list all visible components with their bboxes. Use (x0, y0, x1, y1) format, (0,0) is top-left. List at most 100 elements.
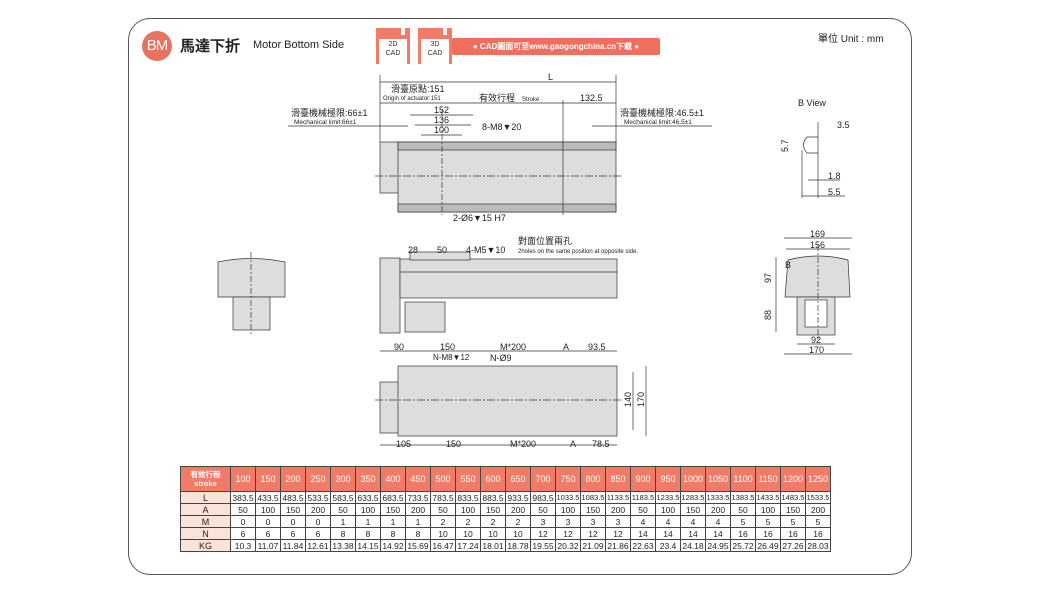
table-cell: 150 (280, 503, 306, 516)
table-cell: 23.4 (655, 539, 681, 552)
table-cell: 1333.5 (705, 491, 731, 504)
floppy-icon (443, 28, 447, 35)
stroke-column-header: 650 (505, 466, 531, 492)
stroke-column-header: 250 (305, 466, 331, 492)
stroke-column-header: 900 (630, 466, 656, 492)
cad-2d-label2: CAD (385, 49, 401, 57)
table-cell: 10 (430, 527, 456, 540)
dim-88: 88 (763, 310, 773, 320)
table-cell: 683.5 (380, 491, 406, 504)
stroke-en: Stroke (522, 97, 540, 103)
stroke-column-header: 1200 (780, 466, 806, 492)
table-cell: 1283.5 (680, 491, 706, 504)
dim-136: 136 (434, 115, 449, 125)
dim-150-top: 150 (440, 342, 455, 352)
side-view-drawing (379, 251, 618, 334)
dim-169: 169 (810, 229, 825, 239)
table-cell: 0 (255, 515, 281, 528)
row-label: KG (180, 539, 231, 552)
table-cell: 1033.5 (555, 491, 581, 504)
stroke-column-header: 600 (480, 466, 506, 492)
page-title-zh: 馬達下折 (180, 38, 241, 55)
table-cell: 2 (480, 515, 506, 528)
dim-28: 28 (408, 245, 418, 255)
dim-3-5: 3.5 (837, 120, 850, 130)
holes-top-label: 8-M8▼20 (482, 122, 521, 132)
b-view-drawing (801, 122, 845, 198)
table-cell: 18.78 (505, 539, 531, 552)
unit-label: 單位 Unit : mm (818, 34, 884, 45)
table-cell: 533.5 (305, 491, 331, 504)
row-label: M (180, 515, 231, 528)
table-cell: 200 (605, 503, 631, 516)
stroke-column-header: 400 (380, 466, 406, 492)
table-cell: 24.18 (680, 539, 706, 552)
table-cell: 933.5 (505, 491, 531, 504)
stroke-column-header: 800 (580, 466, 606, 492)
table-cell: 2 (430, 515, 456, 528)
row-label: L (180, 491, 231, 504)
table-cell: 24.95 (705, 539, 731, 552)
table-cell: 100 (455, 503, 481, 516)
table-cell: 1 (405, 515, 431, 528)
dim-92: 92 (811, 335, 821, 345)
opposite-note-en: 2holes on the same position at opposite … (518, 249, 638, 255)
stroke-column-header: 1050 (705, 466, 731, 492)
page-title-en: Motor Bottom Side (253, 39, 345, 51)
origin-en: Origin of actuator:151 (383, 96, 441, 102)
cad-2d-label: 2D (388, 41, 398, 48)
table-cell: 633.5 (355, 491, 381, 504)
table-cell: 583.5 (330, 491, 356, 504)
stroke-column-header: 350 (355, 466, 381, 492)
table-cell: 4 (705, 515, 731, 528)
table-cell: 1 (330, 515, 356, 528)
table-cell: 5 (755, 515, 781, 528)
table-cell: 200 (305, 503, 331, 516)
cad-download-link[interactable]: ● CAD圖面可至www.gaogongchina.cn下載 ● (452, 38, 660, 55)
stroke-column-header: 1000 (680, 466, 706, 492)
dim-97: 97 (763, 273, 773, 283)
table-cell: 983.5 (530, 491, 556, 504)
stroke-column-header: 700 (530, 466, 556, 492)
table-cell: 8 (330, 527, 356, 540)
row-label: N (180, 527, 231, 540)
table-cell: 8 (355, 527, 381, 540)
table-cell: 150 (580, 503, 606, 516)
table-cell: 100 (355, 503, 381, 516)
table-cell: 1183.5 (630, 491, 656, 504)
cad-3d-label: 3D (430, 41, 440, 48)
table-cell: 50 (730, 503, 756, 516)
table-cell: 1483.5 (780, 491, 806, 504)
b-view-title: B View (798, 98, 826, 108)
table-cell: 200 (505, 503, 531, 516)
dim-78-5: 78.5 (592, 439, 610, 449)
table-cell: 10.3 (230, 539, 256, 552)
table-cell: 15.69 (405, 539, 431, 552)
stroke-column-header: 1100 (730, 466, 756, 492)
table-cell: 28.03 (805, 539, 831, 552)
dim-1-8: 1.8 (828, 171, 841, 181)
table-cell: 12 (530, 527, 556, 540)
table-cell: 0 (230, 515, 256, 528)
table-cell: 4 (680, 515, 706, 528)
table-cell: 11.07 (255, 539, 281, 552)
side-holes-label: 4-M5▼10 (466, 245, 505, 255)
table-cell: 4 (630, 515, 656, 528)
dim-170: 170 (636, 392, 646, 407)
table-cell: 16 (780, 527, 806, 540)
dim-170-end: 170 (809, 345, 824, 355)
dim-a-bottom: A (570, 439, 576, 449)
stroke-header-zh: 有效行程 (190, 470, 221, 479)
table-cell: 1233.5 (655, 491, 681, 504)
floppy-icon (401, 28, 405, 35)
table-cell: 2 (505, 515, 531, 528)
table-cell: 0 (280, 515, 306, 528)
table-cell: 50 (630, 503, 656, 516)
b-marker: B (785, 260, 791, 270)
table-cell: 50 (530, 503, 556, 516)
